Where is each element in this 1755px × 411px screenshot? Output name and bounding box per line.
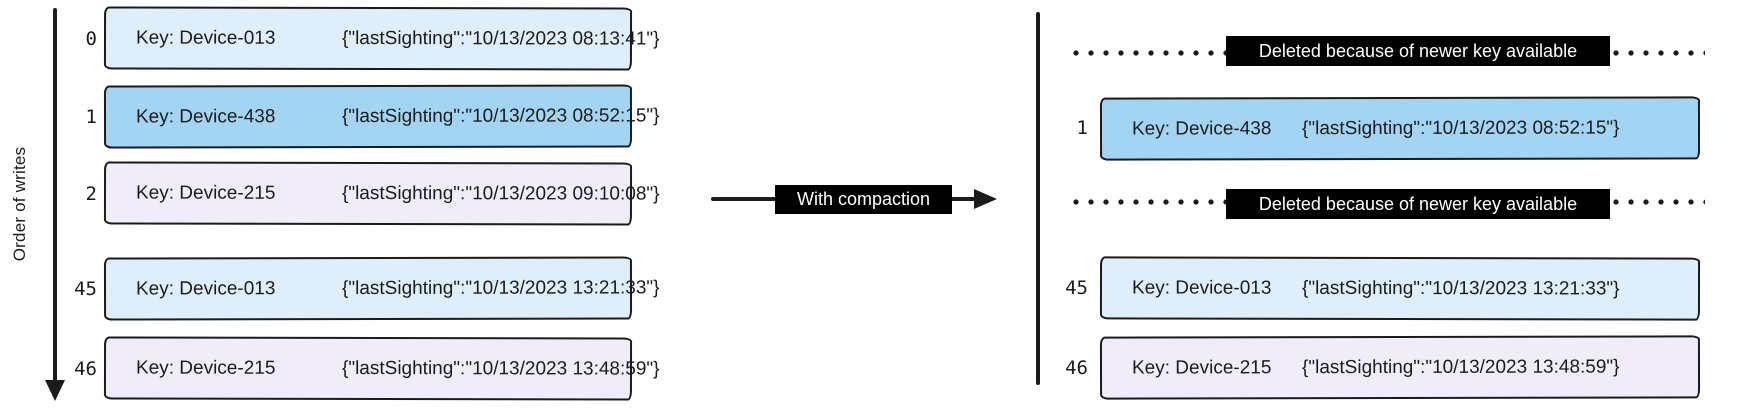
record-value: {"lastSighting":"10/13/2023 13:21:33"} — [1301, 277, 1620, 299]
record-key: Key: Device-438 — [135, 105, 276, 127]
log-record-row: Key: Device-013 {"lastSighting":"10/13/2… — [1099, 256, 1701, 321]
record-value: {"lastSighting":"10/13/2023 08:52:15"} — [1301, 117, 1620, 139]
write-index: 45 — [1065, 277, 1088, 299]
deleted-record-label: Deleted because of newer key available — [1226, 189, 1610, 219]
record-key: Key: Device-215 — [135, 357, 276, 379]
right-log-divider-line — [1036, 12, 1040, 385]
write-index: 46 — [1065, 357, 1088, 379]
write-index: 46 — [74, 358, 97, 380]
log-record-row: Key: Device-215 {"lastSighting":"10/13/2… — [103, 336, 660, 401]
record-value: {"lastSighting":"10/13/2023 08:52:15"} — [341, 104, 660, 127]
log-record-row: Key: Device-013 {"lastSighting":"10/13/2… — [103, 256, 660, 321]
arrow-right-icon — [974, 189, 997, 209]
with-compaction-label: With compaction — [775, 185, 952, 214]
log-record-row: Key: Device-013 {"lastSighting":"10/13/2… — [103, 6, 660, 71]
write-index: 1 — [85, 106, 97, 128]
log-record-row: Key: Device-438 {"lastSighting":"10/13/2… — [1099, 96, 1701, 161]
log-record-row: Key: Device-215 {"lastSighting":"10/13/2… — [103, 161, 660, 226]
record-key: Key: Device-013 — [135, 27, 276, 49]
record-value: {"lastSighting":"10/13/2023 13:48:59"} — [1301, 356, 1620, 378]
record-value: {"lastSighting":"10/13/2023 08:13:41"} — [341, 27, 660, 50]
record-key: Key: Device-438 — [1131, 117, 1272, 140]
deleted-record-label: Deleted because of newer key available — [1226, 36, 1610, 66]
write-index: 45 — [74, 278, 97, 300]
arrow-down-icon — [45, 380, 65, 401]
record-value: {"lastSighting":"10/13/2023 13:21:33"} — [341, 276, 660, 299]
record-value: {"lastSighting":"10/13/2023 13:48:59"} — [341, 357, 660, 380]
log-record-row: Key: Device-215 {"lastSighting":"10/13/2… — [1099, 335, 1701, 400]
log-record-row: Key: Device-438 {"lastSighting":"10/13/2… — [103, 84, 660, 149]
record-key: Key: Device-013 — [1131, 276, 1272, 299]
record-key: Key: Device-215 — [135, 182, 276, 204]
order-of-writes-label: Order of writes — [10, 146, 29, 262]
record-key: Key: Device-215 — [1131, 356, 1272, 379]
write-index: 1 — [1076, 117, 1088, 139]
write-index: 0 — [85, 28, 97, 50]
write-index: 2 — [85, 183, 97, 205]
record-value: {"lastSighting":"10/13/2023 09:10:08"} — [341, 182, 660, 205]
record-key: Key: Device-013 — [135, 277, 276, 299]
order-of-writes-arrow-line — [53, 8, 57, 382]
